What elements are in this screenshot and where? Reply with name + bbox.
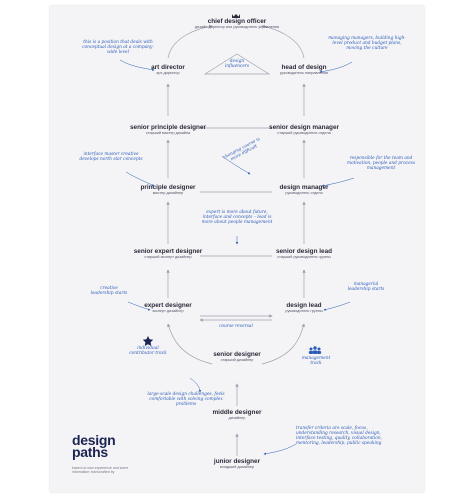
node-title: head of design (281, 64, 327, 71)
node-senior-expert-designer: senior expert designer старший эксперт д… (134, 248, 203, 259)
node-title: senior expert designer (133, 248, 203, 255)
people-icon (308, 346, 322, 354)
node-subtitle: дизайнер (228, 416, 246, 420)
note-art-director: this is a position that deals with conce… (82, 40, 154, 55)
node-title: design lead (286, 302, 322, 309)
brand-title-line1: design (72, 432, 116, 448)
brand-logo: design paths (72, 432, 116, 460)
node-title: principle designer (140, 184, 196, 191)
node-title: senior design manager (269, 124, 339, 131)
node-art-director: art director арт-директор (151, 64, 185, 75)
note-head-of-design: managing managers, building high-level p… (328, 36, 406, 51)
label-management-track: management track (301, 356, 331, 366)
node-title: senior design lead (275, 248, 333, 255)
star-icon (142, 336, 154, 346)
node-expert-designer: expert designer эксперт дизайнер (144, 302, 192, 313)
node-principle-designer: principle designer мастер-дизайнер (140, 184, 195, 195)
node-subtitle: мастер-дизайнер (152, 191, 184, 195)
crown-icon (232, 14, 240, 18)
node-subtitle: эксперт дизайнер (152, 309, 184, 313)
node-subtitle: дизайн-директор или руководитель управле… (194, 25, 280, 29)
note-large-scale: large-scale design challenges, feels com… (147, 392, 225, 407)
node-design-lead: design lead руководитель группы (285, 302, 322, 313)
node-subtitle: арт-директор (156, 71, 180, 75)
node-senior-designer: senior designer старший дизайнер (213, 351, 261, 362)
note-interface-master: interface master creative develops north… (79, 152, 143, 162)
note-design-influencers: design influencers (224, 59, 250, 69)
node-title: senior principle designer (130, 124, 206, 131)
node-senior-principle-designer: senior principle designer старший мастер… (130, 124, 206, 135)
node-title: junior designer (213, 458, 261, 465)
node-head-of-design: head of design руководитель направления (280, 64, 328, 75)
node-title: expert designer (144, 302, 192, 309)
node-senior-design-lead: senior design lead старший руководитель … (276, 248, 332, 259)
node-subtitle: руководитель направления (279, 71, 329, 75)
node-chief-design-officer: chief design officer дизайн-директор или… (195, 18, 279, 29)
node-junior-designer: junior designer младший дизайнер (214, 458, 260, 469)
note-creative-leadership: creative leadership starts (90, 286, 128, 296)
node-subtitle: старший дизайнер (220, 358, 254, 362)
node-subtitle: старший мастер дизайна (145, 131, 191, 135)
node-subtitle: руководитель группы (285, 309, 323, 313)
node-title: middle designer (212, 409, 262, 416)
brand-title-line2: paths (72, 444, 108, 460)
note-expert-vs-lead: expert is more about future, interface a… (201, 210, 273, 225)
node-title: design manager (279, 184, 329, 191)
node-subtitle: руководитель отдела (285, 191, 323, 195)
poster: chief design officer дизайн-директор или… (50, 6, 424, 492)
node-subtitle: старший руководитель отдела (277, 131, 331, 135)
node-subtitle: старший руководитель группы (277, 255, 331, 259)
node-subtitle: старший эксперт дизайнер (144, 255, 192, 259)
note-course-reversal: course reversal (219, 324, 253, 329)
node-title: art director (151, 64, 185, 71)
label-individual-contributor-track: individual contributor track (129, 346, 167, 356)
brand-subtitle: based on own experience and some informa… (72, 466, 129, 475)
node-subtitle: младший дизайнер (219, 465, 255, 469)
note-transfer-criteria: transfer criteria are scale, focus, unde… (296, 426, 382, 446)
note-team-responsibility: responsible for the team and motivation,… (346, 156, 416, 171)
connector-lines (119, 14, 355, 456)
node-design-manager: design manager руководитель отдела (279, 184, 328, 195)
node-middle-designer: middle designer дизайнер (212, 409, 261, 420)
node-title: senior designer (213, 351, 261, 358)
node-senior-design-manager: senior design manager старший руководите… (269, 124, 339, 135)
note-managerial-leadership: managerial leadership starts (347, 282, 385, 292)
node-title: chief design officer (207, 18, 267, 25)
